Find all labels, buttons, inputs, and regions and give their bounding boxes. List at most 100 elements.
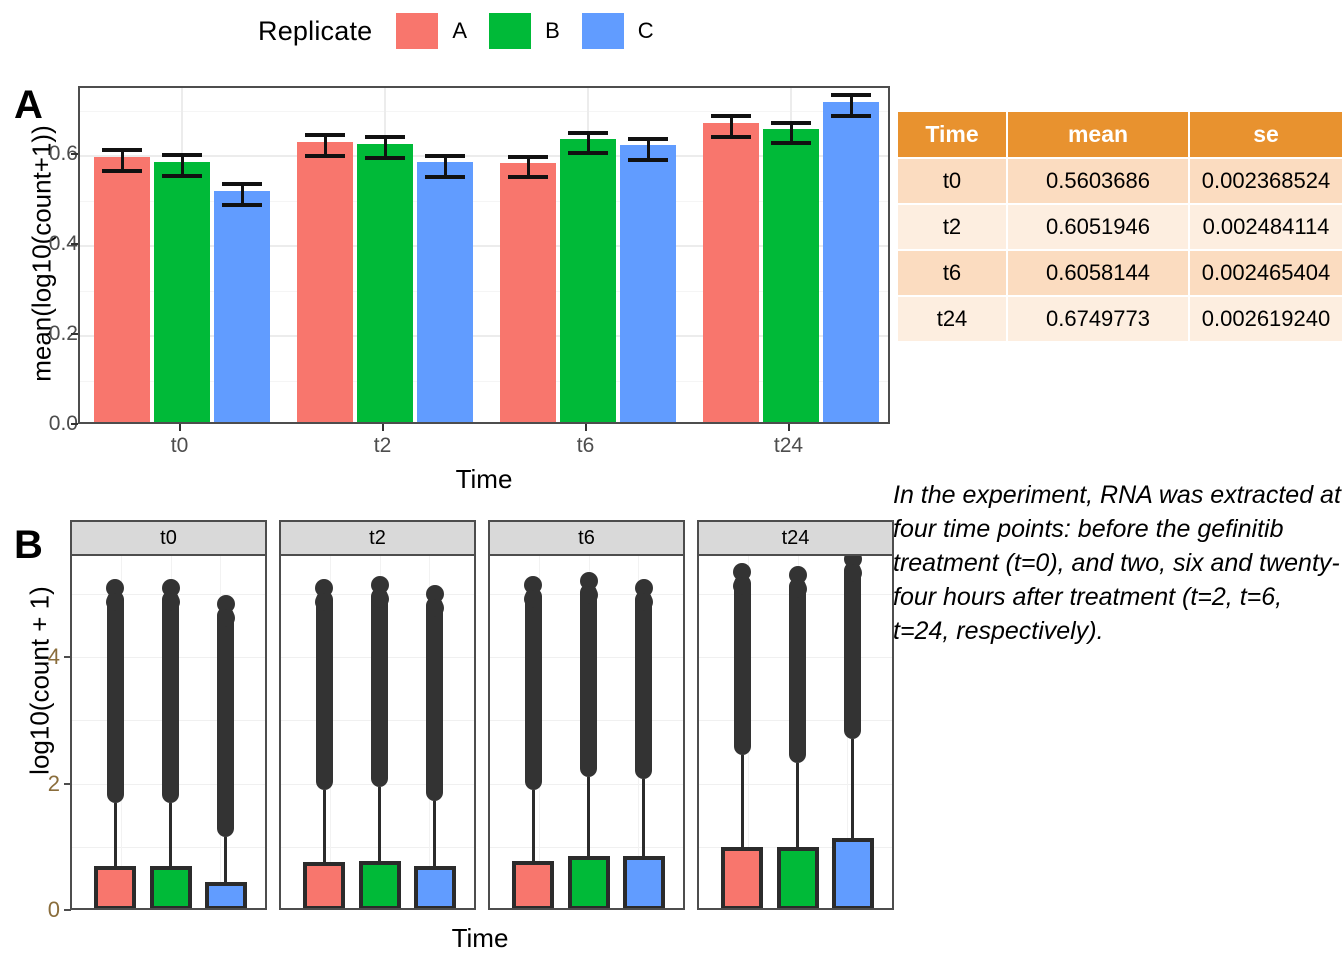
x-tick-label-t24: t24 <box>773 434 804 457</box>
bar-t6-C[interactable] <box>619 145 676 422</box>
whisker-upper <box>587 777 590 856</box>
legend-swatch-a <box>396 13 439 49</box>
outlier-point <box>216 594 235 613</box>
error-bar-stem <box>240 182 244 208</box>
boxplot-t24-B[interactable] <box>776 846 819 908</box>
y-tick-label: 0.6 <box>48 141 78 165</box>
outlier-point <box>843 564 862 583</box>
outlier-points <box>315 590 333 790</box>
legend-label-c: C <box>637 18 654 43</box>
outlier-point <box>425 599 444 618</box>
table-header-mean: mean <box>1008 112 1188 157</box>
legend-label-b: B <box>545 18 560 43</box>
whisker-upper <box>433 801 437 866</box>
facet-t2: t2 <box>279 520 476 910</box>
whisker-upper <box>531 789 535 861</box>
facet-t24: t24 <box>697 520 894 910</box>
y-tick-label: 0.2 <box>48 321 78 345</box>
boxplot-t2-B[interactable] <box>358 860 401 908</box>
x-tick-mark <box>787 424 790 431</box>
gridline-minor <box>80 200 888 202</box>
boxplot-t24-A[interactable] <box>721 846 764 908</box>
outlier-point <box>425 585 444 604</box>
facet-panel-t6 <box>488 556 685 910</box>
whisker-upper <box>378 786 381 861</box>
x-tick-label-t2: t2 <box>373 434 392 457</box>
bar-t0-C[interactable] <box>213 190 270 422</box>
gridline-minor <box>80 380 888 382</box>
bar-t24-C[interactable] <box>822 101 879 422</box>
outlier-point <box>106 592 125 611</box>
facet-strip-label-t2: t2 <box>279 520 476 556</box>
bar-t2-C[interactable] <box>416 162 473 422</box>
gridline-minor <box>80 110 888 112</box>
outlier-points <box>371 587 388 787</box>
bar-t0-B[interactable] <box>153 161 210 422</box>
boxplot-t6-B[interactable] <box>567 855 610 908</box>
y-tick-mark <box>64 782 71 785</box>
outlier-points <box>524 587 542 790</box>
gridline-major <box>80 334 888 337</box>
boxplot-t2-C[interactable] <box>413 865 456 908</box>
y-tick-label: 4 <box>47 644 60 670</box>
boxplot-t0-A[interactable] <box>94 865 137 908</box>
table-cell-se: 0.002484114 <box>1190 205 1342 249</box>
table-cell-mean: 0.6749773 <box>1008 297 1188 341</box>
boxplot-t6-A[interactable] <box>512 860 555 908</box>
outlier-points <box>426 597 444 802</box>
outlier-point <box>524 575 543 594</box>
error-bar-stem <box>120 148 124 173</box>
error-bar-stem <box>323 133 327 158</box>
facet-panel-t2 <box>279 556 476 910</box>
legend-swatch-c <box>581 13 624 49</box>
bar-t6-B[interactable] <box>559 138 616 422</box>
table-cell-se: 0.002368524 <box>1190 159 1342 203</box>
whisker-upper <box>740 755 744 847</box>
outlier-points <box>580 584 597 778</box>
bar-t6-A[interactable] <box>499 162 556 422</box>
stats-table-head: Time mean se <box>898 112 1342 157</box>
boxplot-t0-B[interactable] <box>149 865 192 908</box>
bar-t24-B[interactable] <box>762 129 819 422</box>
gridline-major <box>80 154 888 157</box>
y-tick-mark <box>71 423 78 425</box>
table-cell-se: 0.002619240 <box>1190 297 1342 341</box>
facet-strip-label-t0: t0 <box>70 520 267 556</box>
table-cell-time: t6 <box>898 251 1006 295</box>
error-bar-stem <box>383 135 387 160</box>
boxplot-t0-C[interactable] <box>204 881 247 908</box>
outlier-point <box>216 608 235 627</box>
error-bar-stem <box>789 120 793 146</box>
facet-strip-label-t6: t6 <box>488 520 685 556</box>
y-tick-label: 0 <box>47 897 60 922</box>
bar-t24-A[interactable] <box>702 122 759 422</box>
y-tick-mark <box>71 152 78 155</box>
bar-t2-A[interactable] <box>296 141 353 422</box>
y-tick-label: 0.4 <box>48 231 78 255</box>
table-cell-time: t0 <box>898 159 1006 203</box>
outlier-point <box>733 576 752 595</box>
outlier-point <box>161 592 180 611</box>
gridline-horizontal <box>281 846 474 848</box>
outlier-point <box>370 589 389 608</box>
whisker-upper <box>851 739 855 838</box>
table-cell-mean: 0.6051946 <box>1008 205 1188 249</box>
bar-t0-A[interactable] <box>93 156 150 422</box>
boxplot-t24-C[interactable] <box>831 837 874 908</box>
legend-item-c[interactable]: C <box>581 13 676 49</box>
panel-a-letter: A <box>14 83 43 127</box>
error-bar-stem <box>849 93 853 118</box>
table-header-se: se <box>1190 112 1342 157</box>
outlier-point <box>524 589 543 608</box>
legend-item-b[interactable]: B <box>489 13 582 49</box>
bar-t2-B[interactable] <box>356 143 413 422</box>
outlier-point <box>315 578 334 597</box>
boxplot-t6-C[interactable] <box>622 855 665 908</box>
legend-title: Replicate <box>258 15 373 46</box>
boxplot-t2-A[interactable] <box>303 861 346 908</box>
legend-item-a[interactable]: A <box>396 13 489 49</box>
